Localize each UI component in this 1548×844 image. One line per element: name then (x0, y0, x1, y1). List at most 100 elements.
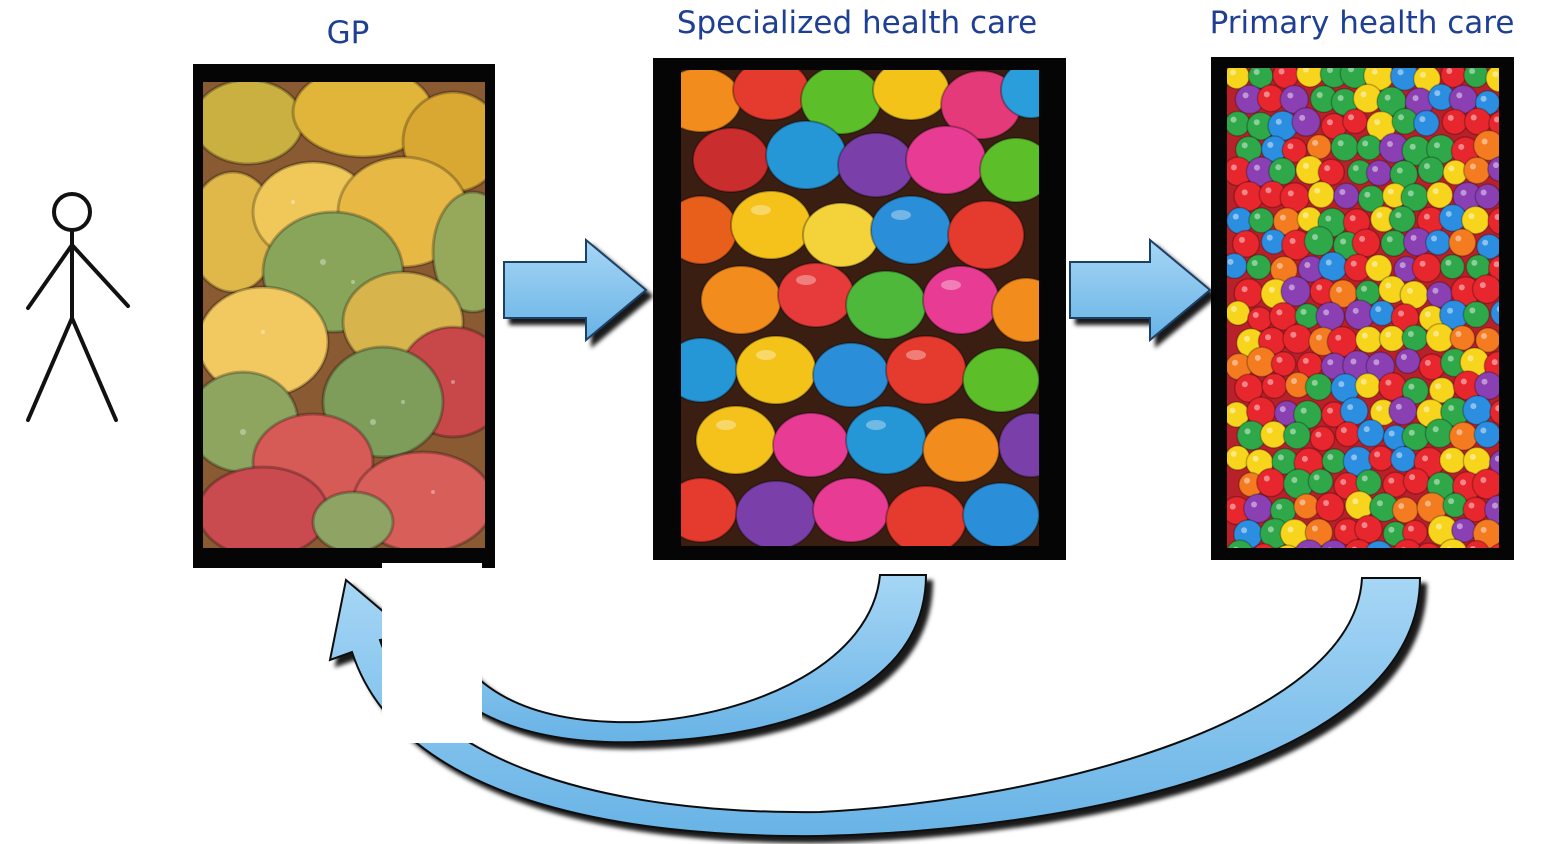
ball (1487, 255, 1499, 281)
ball-highlight (1409, 143, 1416, 150)
ball-highlight (1279, 406, 1286, 413)
ball-highlight (1432, 188, 1439, 195)
balls-image (1227, 68, 1499, 548)
ball-highlight (1423, 406, 1430, 413)
ball (1473, 420, 1499, 449)
ball-highlight (1433, 478, 1440, 485)
ball (1270, 350, 1297, 377)
ball-highlight (1424, 359, 1431, 366)
ball-highlight (1445, 259, 1452, 266)
ball-highlight (1252, 311, 1259, 318)
ball-highlight (1468, 213, 1475, 220)
ball (1303, 225, 1335, 257)
ball-highlight (1448, 498, 1455, 505)
ball-highlight (1229, 407, 1236, 414)
ball-highlight (1300, 407, 1307, 414)
ball-highlight (1276, 356, 1283, 363)
ball-highlight (1267, 378, 1274, 385)
ball-highlight (1468, 502, 1475, 509)
ball-highlight (1361, 332, 1368, 339)
ball-highlight (1337, 140, 1344, 147)
ball-highlight (1252, 455, 1259, 462)
ball-highlight (1460, 479, 1467, 486)
ball-highlight (1398, 503, 1405, 510)
ball (1476, 233, 1499, 260)
ball-highlight (1399, 262, 1406, 269)
ball-highlight (1350, 358, 1357, 365)
ball-highlight (1401, 547, 1406, 548)
ball-highlight (1423, 213, 1430, 220)
ball-highlight (1446, 68, 1453, 74)
ball (1279, 84, 1310, 115)
primary-health-care-label: Primary health care (1209, 5, 1515, 41)
ball (1425, 181, 1454, 209)
ball-highlight (1385, 282, 1392, 289)
ball (1364, 253, 1393, 282)
ball-highlight (1316, 334, 1323, 341)
ball (1342, 108, 1369, 135)
ball-highlight (1326, 119, 1333, 126)
ball (1394, 347, 1421, 375)
ball-highlight (1374, 451, 1381, 458)
ball-highlight (1447, 355, 1454, 362)
ball-highlight (1480, 477, 1487, 484)
ball-highlight (1244, 428, 1251, 435)
ball (1227, 539, 1253, 548)
ball-highlight (1276, 262, 1283, 269)
ball-highlight (1364, 191, 1371, 198)
ball-highlight (1361, 475, 1368, 482)
ball-highlight (1371, 260, 1378, 267)
ball-highlight (1241, 286, 1248, 293)
ball-highlight (1407, 331, 1414, 338)
ball-highlight (1376, 212, 1383, 219)
ball (1484, 494, 1499, 525)
ball-highlight (1361, 522, 1368, 529)
ball-highlight (1254, 404, 1261, 411)
ball-highlight (1299, 499, 1306, 506)
ball-highlight (1316, 284, 1323, 291)
ball (1471, 274, 1499, 305)
ball-highlight (1480, 189, 1487, 196)
ball-highlight (1467, 355, 1474, 362)
ball (1317, 158, 1345, 186)
ball-highlight (1351, 546, 1357, 548)
right-arrow-icon-specialized-to-primary (1069, 237, 1212, 343)
ball-highlight (1339, 188, 1346, 195)
ball-highlight (1385, 331, 1392, 338)
ball-highlight (1384, 94, 1391, 101)
ball-highlight (1409, 474, 1416, 481)
ball-highlight (1359, 235, 1366, 242)
ball-highlight (1398, 310, 1405, 317)
ball-highlight (1288, 284, 1295, 291)
ball-highlight (1287, 526, 1294, 533)
ball-highlight (1241, 527, 1248, 534)
ball-highlight (1311, 525, 1318, 532)
ball-highlight (1385, 379, 1392, 386)
ball-highlight (1388, 477, 1395, 484)
ball-highlight (1311, 379, 1318, 386)
ball-highlight (1374, 118, 1381, 125)
ball-highlight (1304, 262, 1311, 269)
ball-highlight (1325, 215, 1332, 222)
ball-highlight (1254, 354, 1261, 361)
ball-highlight (1481, 378, 1488, 385)
ball (1315, 492, 1345, 522)
ball-highlight (1432, 287, 1439, 294)
ball (1388, 205, 1417, 233)
ball (1474, 371, 1499, 401)
ball-highlight (1287, 190, 1294, 197)
ball-highlight (1351, 454, 1358, 461)
ball (1487, 206, 1499, 235)
ball-highlight (1352, 165, 1359, 172)
ball-highlight (1493, 261, 1499, 268)
ball-highlight (1253, 69, 1260, 76)
ball (1354, 514, 1384, 544)
ball-highlight (1431, 235, 1438, 242)
gp-label: GP (326, 15, 370, 51)
right-arrow-icon-gp-to-specialized (503, 237, 648, 343)
ball-highlight (1290, 331, 1297, 338)
ball-highlight (1327, 407, 1334, 414)
ball-highlight (1407, 525, 1414, 532)
ball-highlight (1480, 333, 1487, 340)
ball-highlight (1447, 114, 1454, 121)
